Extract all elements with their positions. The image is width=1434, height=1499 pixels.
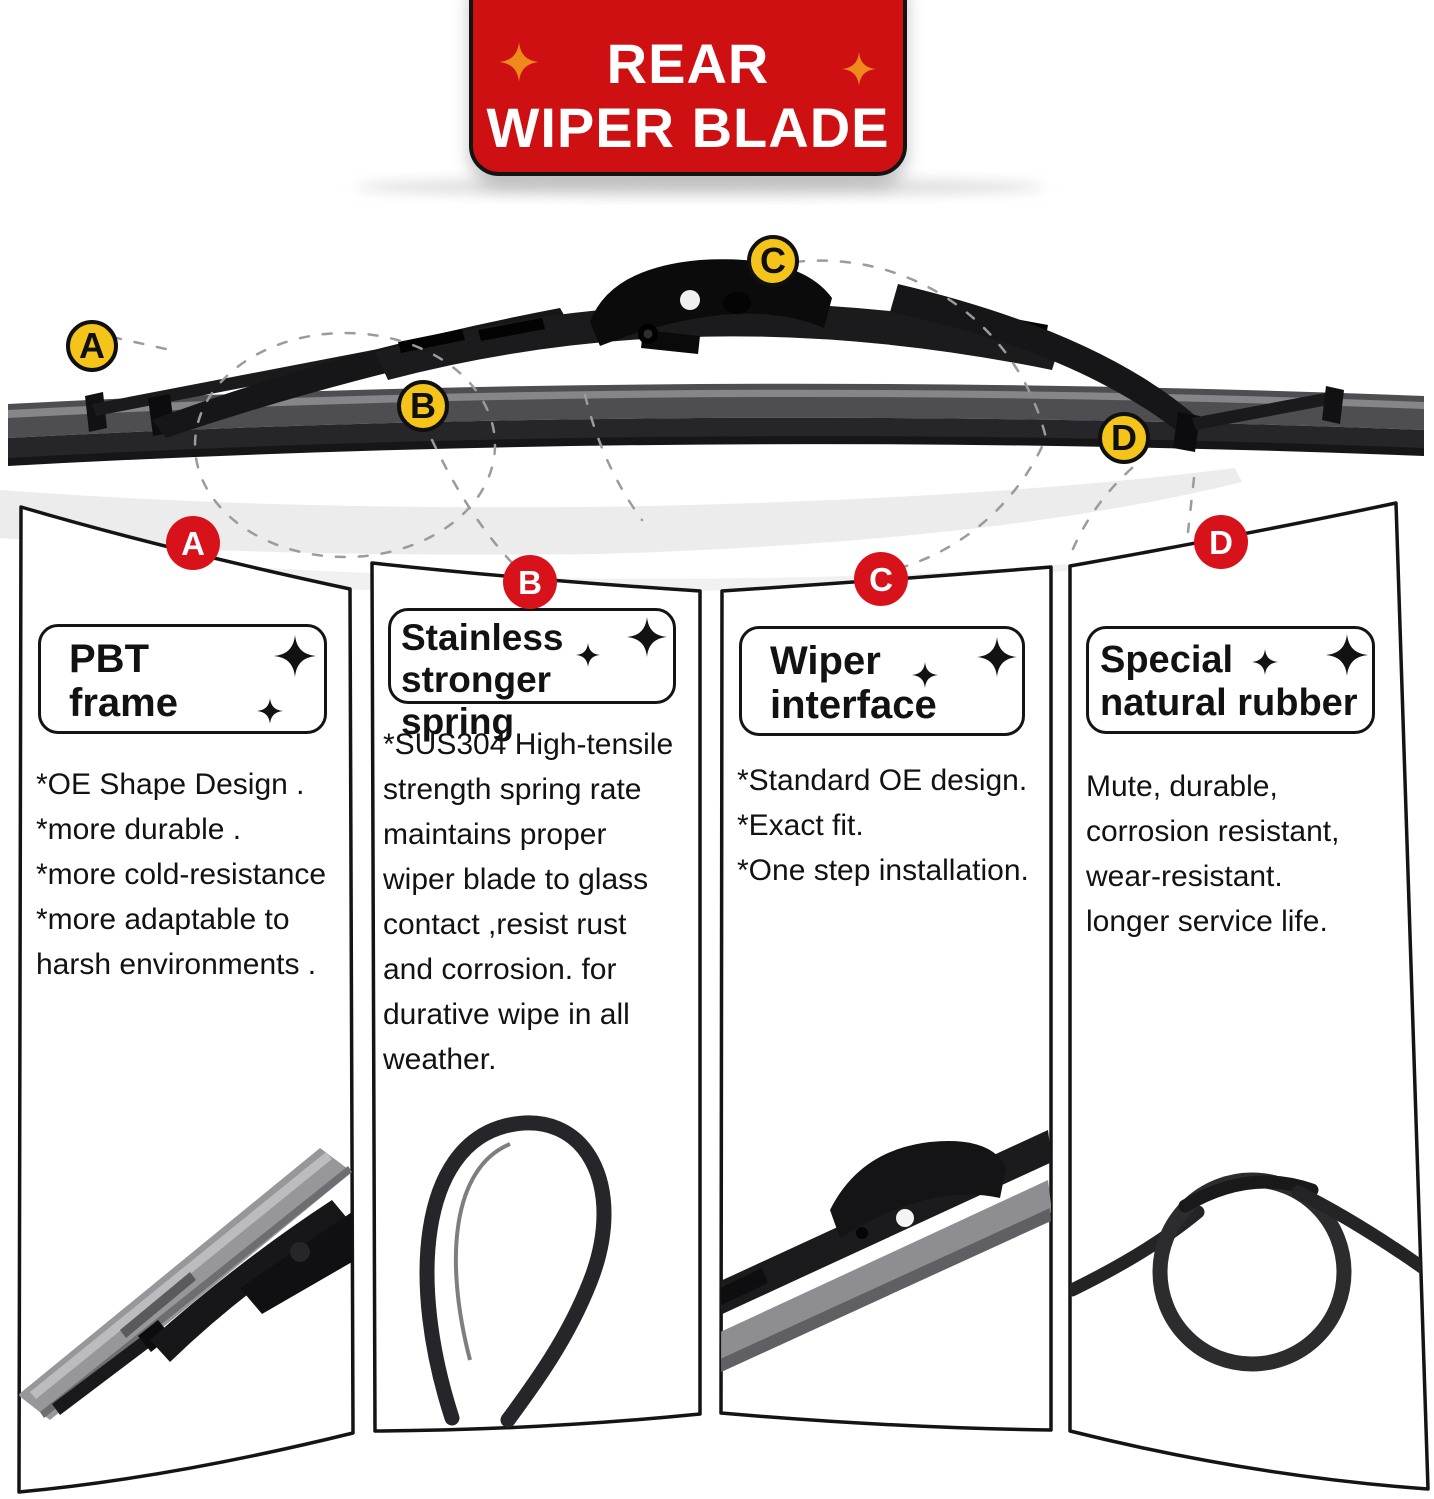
blade-callout-c: C: [747, 235, 799, 287]
panel-badge-b: B: [503, 555, 557, 609]
callout-letter: C: [760, 240, 786, 281]
sparkle-icon: [576, 643, 600, 667]
sparkle-icon: [842, 52, 876, 86]
banner-title-line1: REAR: [606, 32, 770, 95]
panel-d-title-box: Special natural rubber: [1086, 626, 1375, 734]
panel-title-line1: PBT: [69, 637, 149, 681]
callout-letter: D: [1111, 417, 1137, 458]
spring-steel-loop-photo: [419, 1115, 612, 1428]
panel-title-line1: Stainless: [401, 617, 564, 658]
callout-letter: B: [410, 385, 436, 426]
panel-letter: C: [869, 560, 893, 598]
sparkle-icon: [912, 662, 938, 688]
panel-badge-d: D: [1194, 515, 1248, 569]
callout-dashed-lines: [110, 259, 1196, 574]
sparkle-icon: [627, 617, 667, 657]
panel-card-c: [719, 565, 1053, 1432]
banner-title-line2: WIPER BLADE: [486, 96, 890, 159]
panel-badge-a: A: [166, 516, 220, 570]
sparkle-icon: [257, 698, 283, 724]
panel-title-line2: stronger spring: [401, 659, 552, 742]
panel-letter: B: [518, 563, 542, 601]
panel-title-line2: natural rubber: [1100, 682, 1358, 724]
title-banner: REAR WIPER BLADE: [469, 0, 907, 176]
panel-card-b: [370, 561, 702, 1433]
blade-callout-d: D: [1098, 412, 1150, 464]
panel-letter: D: [1209, 523, 1233, 561]
panel-title-line1: Special: [1100, 639, 1234, 681]
panel-b-description: *SUS304 High-tensile strength spring rat…: [383, 728, 674, 1076]
panel-a-description: *OE Shape Design . *more durable . *more…: [36, 768, 327, 981]
panel-c-description: *Standard OE design. *Exact fit. *One st…: [737, 764, 1029, 887]
banner-shadow: [355, 177, 1045, 197]
panel-d-description: Mute, durable, corrosion resistant, wear…: [1086, 770, 1340, 938]
sparkle-icon: [499, 42, 539, 82]
wiper-frame-end-photo: [19, 1148, 352, 1420]
sparkle-icon: [977, 637, 1017, 677]
panel-badge-c: C: [854, 552, 908, 606]
wiper-blade-photo: [8, 259, 1424, 466]
sparkle-icon: [1252, 649, 1278, 675]
panel-title-line2: frame: [69, 681, 178, 725]
panel-title-line1: Wiper: [770, 639, 881, 683]
panel-c-title-box: Wiper interface: [739, 626, 1025, 736]
rubber-coil-photo: [1070, 1172, 1428, 1372]
panel-b-title-box: Stainless stronger spring: [388, 608, 676, 742]
blade-callout-b: B: [397, 380, 449, 432]
callout-letter: A: [79, 325, 105, 366]
wiper-interface-photo: [721, 1130, 1051, 1373]
sparkle-icon: [274, 635, 316, 677]
blade-callout-a: A: [66, 320, 118, 372]
panel-title-line2: interface: [770, 683, 937, 727]
panel-a-title-box: PBT frame: [38, 624, 327, 734]
panel-letter: A: [181, 524, 205, 562]
sparkle-icon: [1326, 634, 1368, 676]
